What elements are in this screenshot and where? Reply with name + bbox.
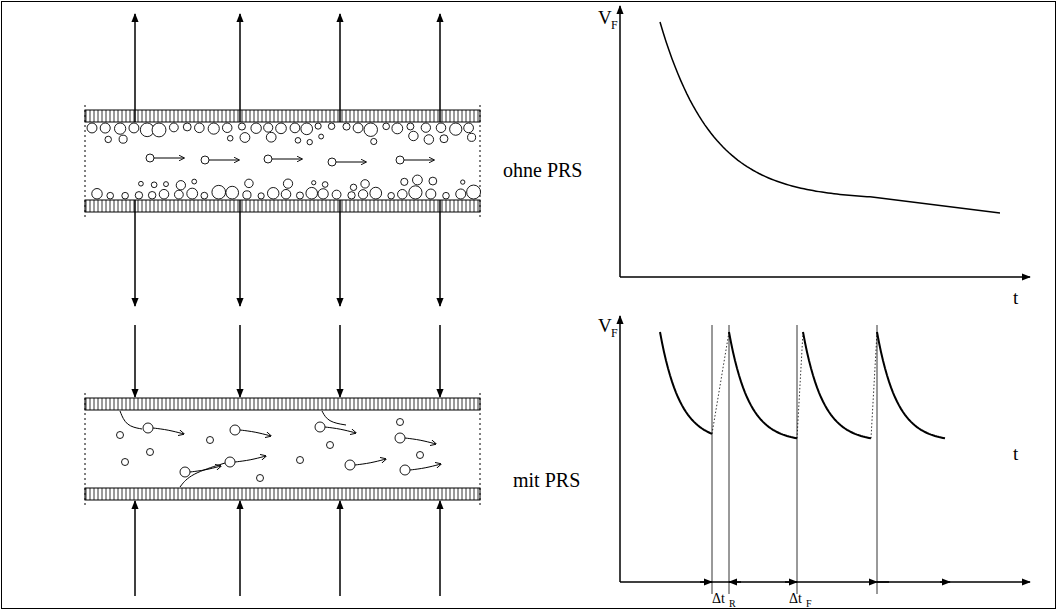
chart-axes (620, 6, 1030, 582)
axis-label: t (1013, 444, 1018, 463)
axis-subscript: F (611, 327, 618, 339)
axis-label: V (598, 8, 612, 27)
caption-label: ohne PRS (503, 160, 582, 180)
flux-curves (660, 22, 1000, 594)
interval-subscript: R (729, 599, 736, 609)
flow-arrows (120, 14, 441, 596)
axis-label: t (1013, 288, 1018, 307)
interval-label: Δt (712, 592, 725, 606)
axis-label: V (598, 316, 612, 335)
axis-subscript: F (611, 19, 618, 31)
interval-label: Δt (789, 592, 802, 606)
interval-subscript: F (806, 599, 812, 609)
caption-label: mit PRS (513, 470, 580, 490)
membrane-tube-bottom (85, 393, 480, 506)
membrane-tube-top (85, 105, 480, 218)
particles (87, 123, 481, 482)
